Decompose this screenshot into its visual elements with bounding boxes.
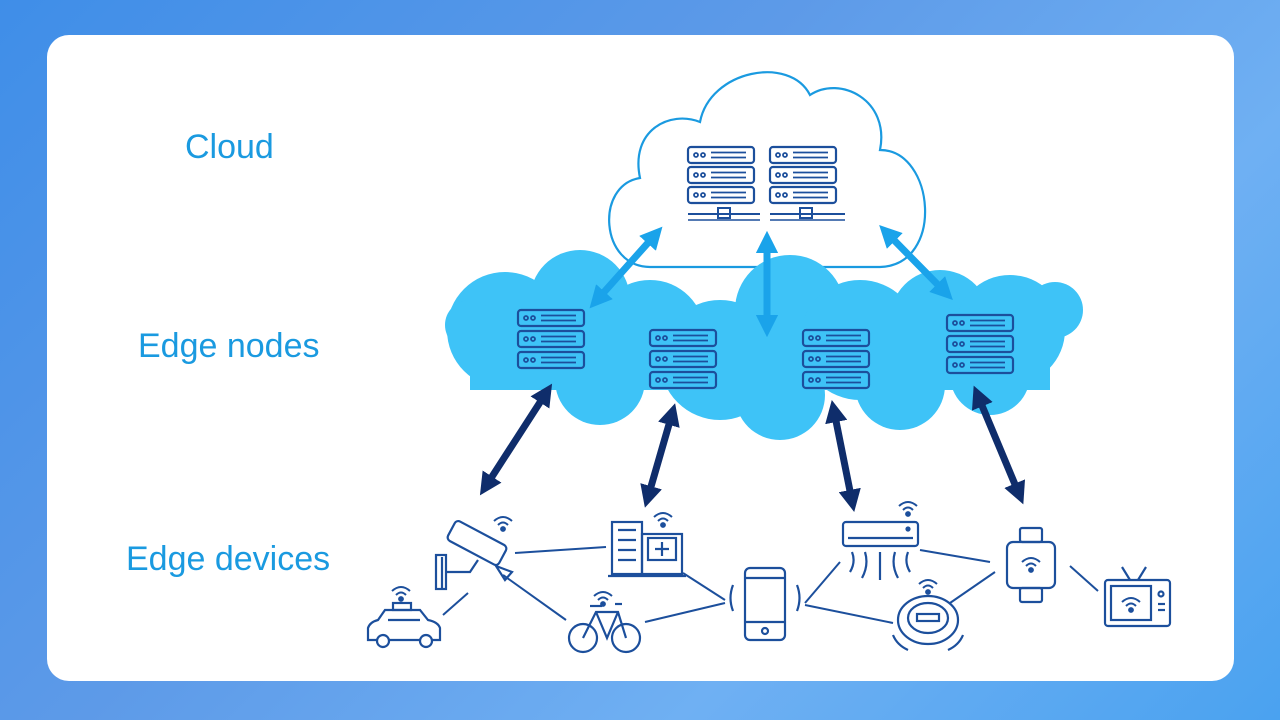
central-cloud-outline <box>608 71 927 269</box>
cloud-tier-label: Cloud <box>185 128 274 166</box>
robot-vacuum-icon <box>891 578 965 652</box>
cloud-server-rack-icon <box>686 145 845 221</box>
hospital-building-icon <box>608 511 686 578</box>
security-camera-icon <box>434 515 514 591</box>
edge-devices-tier-label: Edge devices <box>126 540 331 578</box>
taxi-icon <box>366 585 442 649</box>
edge-device-arrow-2 <box>640 403 680 508</box>
bicycle-icon <box>567 590 642 654</box>
smartwatch-icon <box>1005 526 1057 604</box>
edge-nodes-tier-label: Edge nodes <box>138 327 320 365</box>
cloud-edge-arrows <box>589 225 953 338</box>
edge-device-arrow-4 <box>971 385 1026 505</box>
edge-device-arrows <box>479 383 1026 512</box>
cloud-edge-arrow-right <box>879 225 953 300</box>
edge-device-arrow-3 <box>825 400 861 512</box>
edge-device-arrow-1 <box>479 383 553 496</box>
cloud-edge-arrow-left <box>589 226 663 309</box>
smartphone-icon <box>729 566 801 642</box>
device-links <box>442 546 1099 624</box>
television-icon <box>1103 566 1172 628</box>
air-conditioner-icon <box>841 500 920 580</box>
